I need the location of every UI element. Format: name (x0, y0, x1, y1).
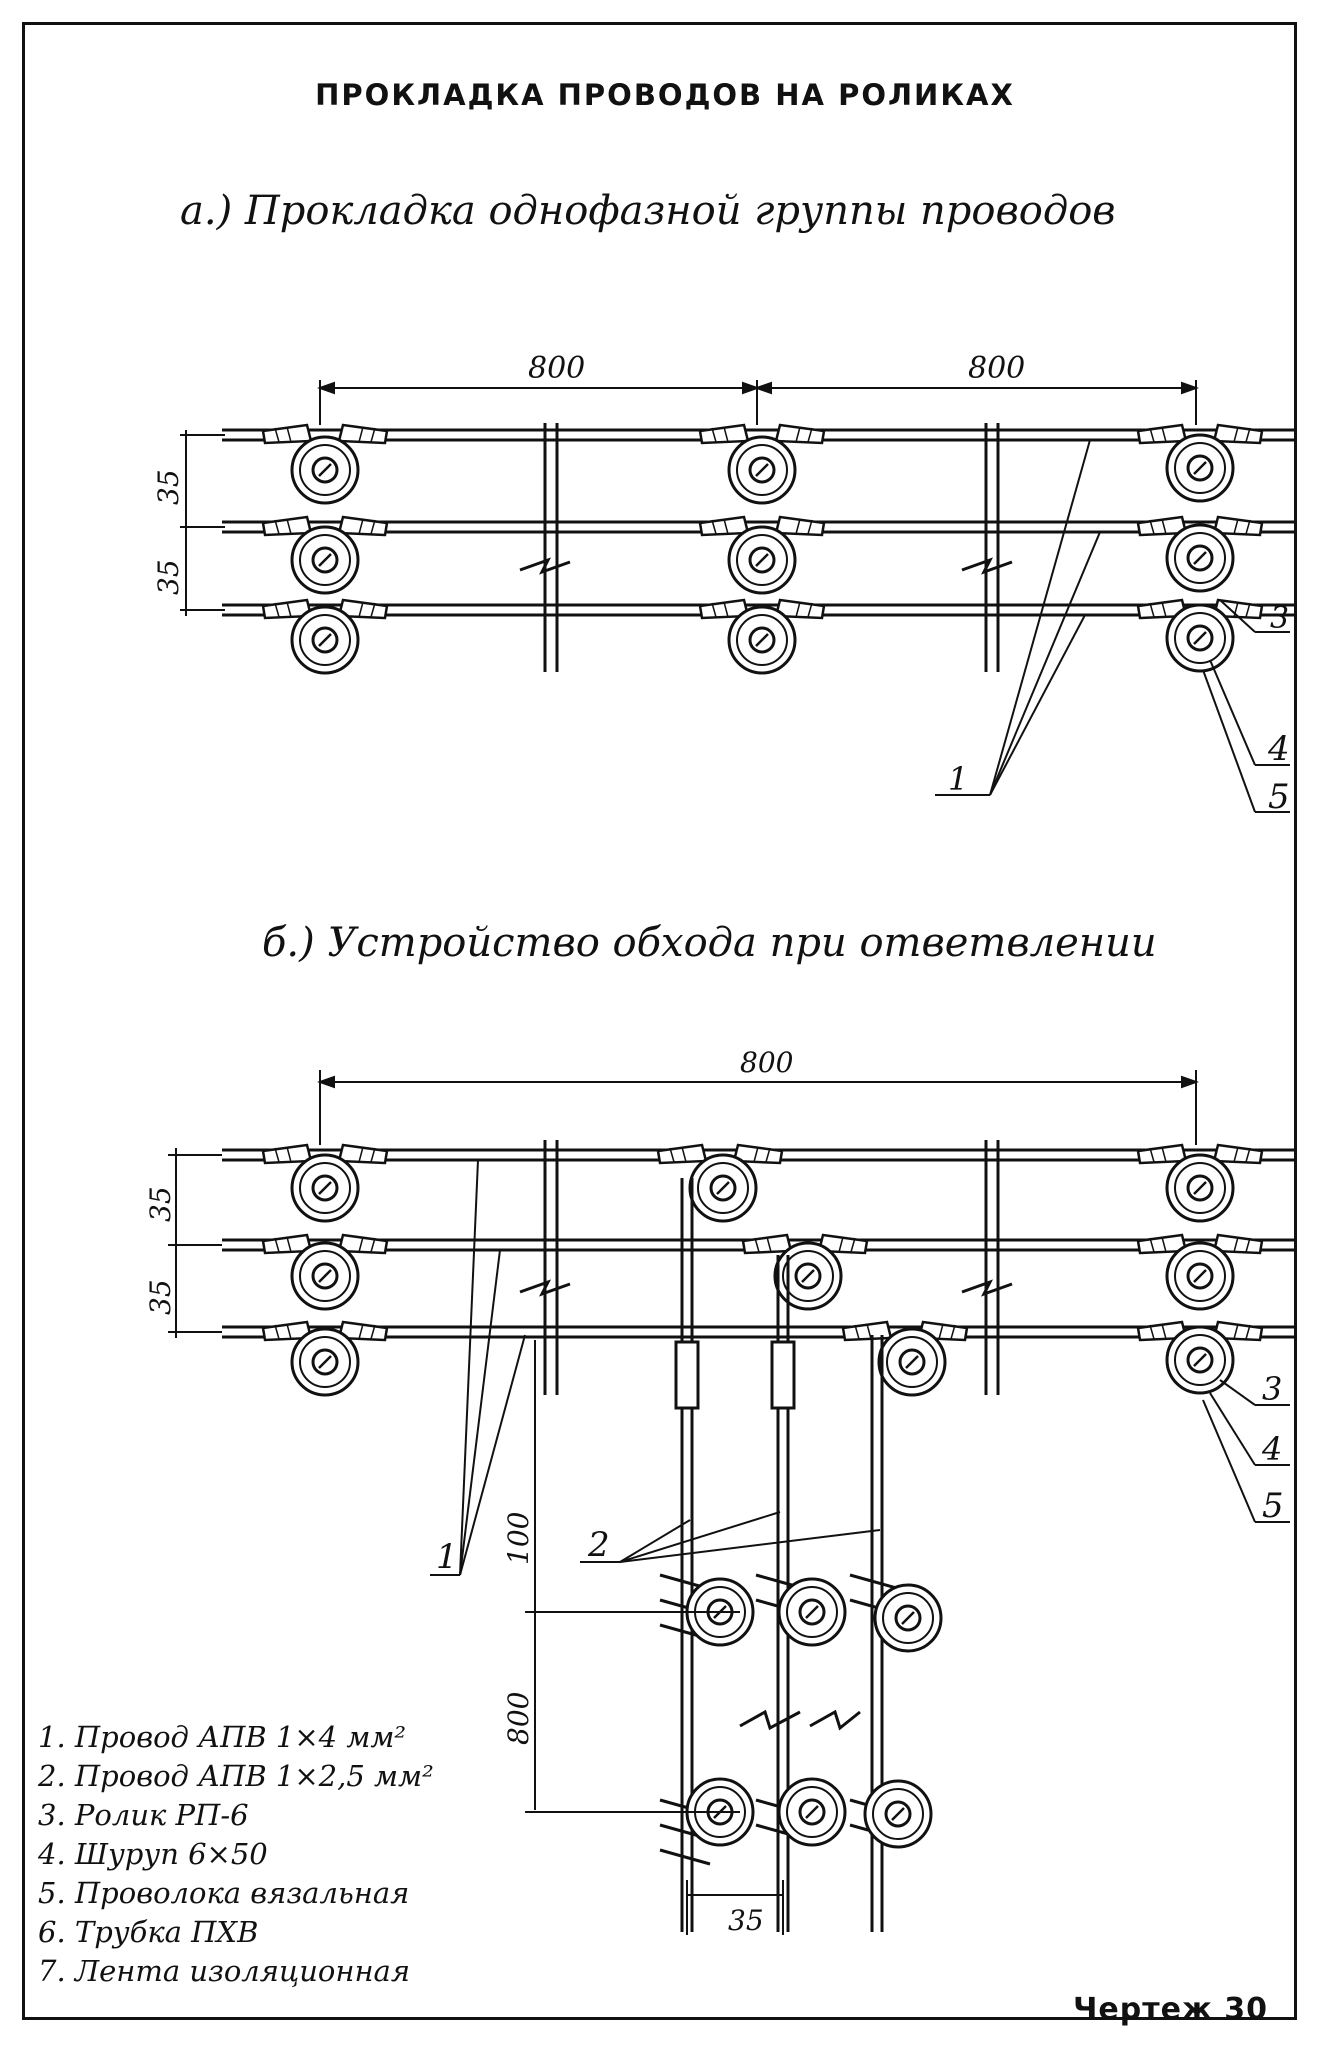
section-a-dim-pitch-2: 35 (152, 559, 185, 595)
legend-item: 5. Проволока вязальная (38, 1876, 410, 1910)
section-a-dim-span-2: 800 (968, 351, 1025, 386)
materials-legend: 1. Провод АПВ 1×4 мм² 2. Провод АПВ 1×2,… (38, 1718, 434, 1991)
section-a-callout-4: 4 (1267, 729, 1290, 769)
legend-item: 7. Лента изоляционная (38, 1954, 411, 1988)
section-a-caption: а.) Прокладка однофазной группы проводов (180, 188, 1116, 234)
section-a-leaders (935, 439, 1290, 813)
section-b-dim-vert-2: 800 (502, 1692, 535, 1745)
section-b-branch-rollers (685, 1577, 943, 1849)
legend-item: 4. Шуруп 6×50 (38, 1837, 268, 1871)
section-a-studs (519, 423, 1013, 672)
section-b-dimensions (168, 1070, 1199, 1935)
legend-item: 2. Провод АПВ 1×2,5 мм² (38, 1759, 434, 1793)
section-a-callout-1: 1 (948, 760, 968, 798)
section-a-dimensions (180, 380, 1199, 616)
section-b-callout-5: 5 (1262, 1486, 1284, 1526)
section-b-dim-bottom: 35 (728, 1904, 764, 1937)
section-b-caption: б.) Устройство обхода при ответвлении (262, 920, 1157, 966)
section-b-studs (519, 1140, 1013, 1395)
section-b-leaders (430, 1159, 1290, 1576)
section-b-rollers (261, 1143, 1264, 1397)
section-b-callout-4: 4 (1261, 1430, 1282, 1468)
legend-item: 3. Ролик РП-6 (38, 1798, 249, 1832)
section-b-callout-3: 3 (1262, 1370, 1282, 1408)
section-a-rollers (261, 423, 1264, 675)
sheet-frame (22, 22, 1297, 2020)
section-b-drawing: 800 35 35 100 800 35 1 2 3 (144, 1046, 1295, 1937)
section-a-dim-pitch-1: 35 (152, 469, 185, 505)
sheet-number-label: Чертеж 30 (1073, 1992, 1268, 2027)
section-a-callout-3: 3 (1270, 601, 1289, 636)
section-a-drawing: 800 800 35 35 1 3 4 5 (152, 351, 1295, 817)
page-title: ПРОКЛАДКА ПРОВОДОВ НА РОЛИКАХ (315, 78, 1015, 112)
section-b-dim-pitch-2: 35 (144, 1279, 177, 1315)
section-b-callout-1: 1 (436, 1537, 458, 1577)
section-b-dim-pitch-1: 35 (144, 1186, 177, 1222)
legend-item: 6. Трубка ПХВ (38, 1915, 259, 1949)
section-a-callout-5: 5 (1268, 777, 1290, 817)
legend-item: 1. Провод АПВ 1×4 мм² (38, 1720, 407, 1754)
section-b-dim-vert-1: 100 (502, 1512, 535, 1565)
section-a-dim-span-1: 800 (528, 351, 585, 386)
section-b-callout-2: 2 (587, 1525, 610, 1565)
section-b-dim-span: 800 (740, 1046, 793, 1079)
